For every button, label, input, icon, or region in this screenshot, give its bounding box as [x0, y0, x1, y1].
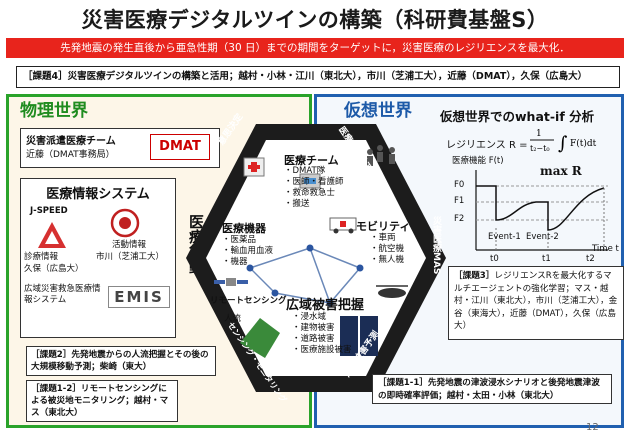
mobility-item-2: ・航空機	[370, 244, 405, 254]
task2-text: 先発地震からの人流把握とその後の大規模移動予測；柴崎（東大）	[31, 350, 209, 372]
wide-area-damage-title: 広域被害把握	[286, 298, 365, 313]
people-flow-label: 人流	[224, 314, 242, 324]
ambulance-icon	[329, 217, 357, 234]
task3-text: レジリエンスRを最大化するマルチエージェントの強化学習；マス・越村・江川（東北大…	[454, 271, 618, 331]
max-r-label: max R	[540, 164, 582, 178]
map-icon	[240, 318, 280, 358]
remote-sensing-label: リモートセンシング	[210, 296, 287, 306]
equipment-item-3: ・機器	[222, 257, 248, 267]
svg-text:t₂−t₀: t₂−t₀	[530, 144, 550, 153]
virtual-world-title: 仮想世界	[344, 101, 412, 121]
page-title: 災害医療デジタルツインの構築（科研費基盤S）	[81, 8, 549, 32]
event-1-label: Event-1	[488, 232, 521, 242]
jspeed-member: 久保（広島大）	[24, 264, 84, 274]
medical-team-item-2: ・医師・看護師	[284, 177, 344, 187]
resilience-curve-chart	[475, 170, 608, 251]
dmat-member: 近藤（DMAT事務局）	[26, 150, 115, 160]
task4-text: 災害医療デジタルツインの構築と活用；越村・小林・江川（東北大），市川（芝浦工大）…	[67, 71, 588, 82]
tick-t0: t0	[490, 254, 499, 264]
page-number: 12	[586, 422, 599, 433]
level-f0: F0	[454, 180, 465, 190]
resilience-formula-label: レジリエンス R =	[446, 140, 528, 151]
task4-label: ［課題4］	[23, 71, 68, 82]
chart-ylabel: 医療機能 F(t)	[452, 156, 504, 166]
jspeed-logo-icon	[38, 222, 66, 248]
damage-item-2: ・建物被害	[292, 323, 335, 333]
jspeed-desc: 診療情報	[24, 252, 59, 262]
activity-info-logo-icon	[110, 208, 140, 238]
task1-2-label: ［課題1-2］	[31, 384, 81, 394]
people-icon	[367, 145, 395, 166]
task1-2-box: ［課題1-2］リモートセンシングによる被災地モニタリング；越村・マス（東北大）	[26, 380, 178, 422]
task1-2-text: リモートセンシングによる被災地モニタリング；越村・マス（東北大）	[31, 384, 169, 418]
event-2-label: Event-2	[526, 232, 559, 242]
medical-info-system-box: 医療情報システム	[20, 178, 176, 338]
medical-team-item-3: ・救命救急士	[284, 188, 336, 198]
damage-item-4: ・医療施設被害	[292, 345, 352, 355]
jspeed-label: J-SPEED	[30, 206, 68, 216]
svg-text:F(t)dt: F(t)dt	[570, 138, 597, 149]
subtitle-bar: 先発地震の発生直後から亜急性期（30 日）までの期間をターゲットに，災害医療のレ…	[6, 38, 624, 58]
edge-disaster-mas: 災害医療MAS	[431, 216, 441, 275]
mobility-item-3: ・無人機	[370, 255, 405, 265]
hospital-icon	[243, 157, 265, 177]
dmat-logo: DMAT	[150, 134, 210, 160]
mobility-title: モビリティ	[356, 220, 411, 233]
helicopter-icon	[376, 285, 408, 298]
resilience-integral-formula: 1 t₂−t₀ ∫ F(t)dt	[530, 129, 597, 154]
emis-desc: 広域災害救急医療情報システム	[24, 284, 101, 305]
physical-world-title: 物理世界	[20, 101, 88, 121]
task3-label: ［課題3］	[454, 271, 495, 281]
task1-1-label: ［課題1-1］	[378, 378, 428, 388]
level-f2: F2	[454, 214, 465, 224]
mobility-item-1: ・車両	[370, 233, 396, 243]
activity-desc: 活動情報	[112, 240, 147, 250]
equipment-item-1: ・医薬品	[222, 235, 257, 245]
level-f1: F1	[454, 196, 465, 206]
whatif-analysis-title: 仮想世界でのwhat-if 分析	[440, 109, 595, 124]
task1-1-text: 先発地震の津波浸水シナリオと後発地震津波の即時確率評価；越村・太田・小林（東北大…	[378, 378, 600, 401]
equipment-item-2: ・輸血用血液	[222, 246, 274, 256]
satellite-icon	[214, 278, 248, 286]
chart-xlabel: Time t	[592, 244, 619, 254]
medical-team-item-4: ・搬送	[284, 199, 310, 209]
task1-1-box: ［課題1-1］先発地震の津波浸水シナリオと後発地震津波の即時確率評価；越村・太田…	[372, 374, 612, 404]
medical-team-title: 医療チーム	[284, 154, 339, 167]
medical-equipment-icon	[299, 173, 321, 189]
svg-text:1: 1	[536, 129, 542, 139]
task3-box: ［課題3］レジリエンスRを最大化するマルチエージェントの強化学習；マス・越村・江…	[448, 266, 624, 340]
task4-box: ［課題4］災害医療デジタルツインの構築と活用；越村・小林・江川（東北大），市川（…	[16, 66, 620, 88]
tick-t2: t2	[586, 254, 595, 264]
svg-text:∫: ∫	[558, 133, 568, 154]
task2-box: ［課題2］先発地震からの人流把握とその後の大規模移動予測；柴崎（東大）	[26, 346, 216, 376]
damage-item-1: ・浸水域	[292, 312, 327, 322]
task2-label: ［課題2］	[31, 350, 72, 360]
medical-team-item-1: ・DMAT隊	[284, 166, 326, 176]
medical-equipment-title: 医療機器	[222, 222, 266, 235]
activity-member: 市川（芝浦工大）	[96, 252, 165, 262]
dmat-title: 災害派遣医療チーム	[26, 136, 116, 147]
server-icon	[340, 316, 378, 356]
damage-item-3: ・道路被害	[292, 334, 335, 344]
medical-info-system-title: 医療情報システム	[46, 187, 150, 202]
tick-t1: t1	[542, 254, 551, 264]
emis-logo: EMIS	[108, 286, 170, 308]
digital-twin-hexagon	[186, 124, 446, 392]
